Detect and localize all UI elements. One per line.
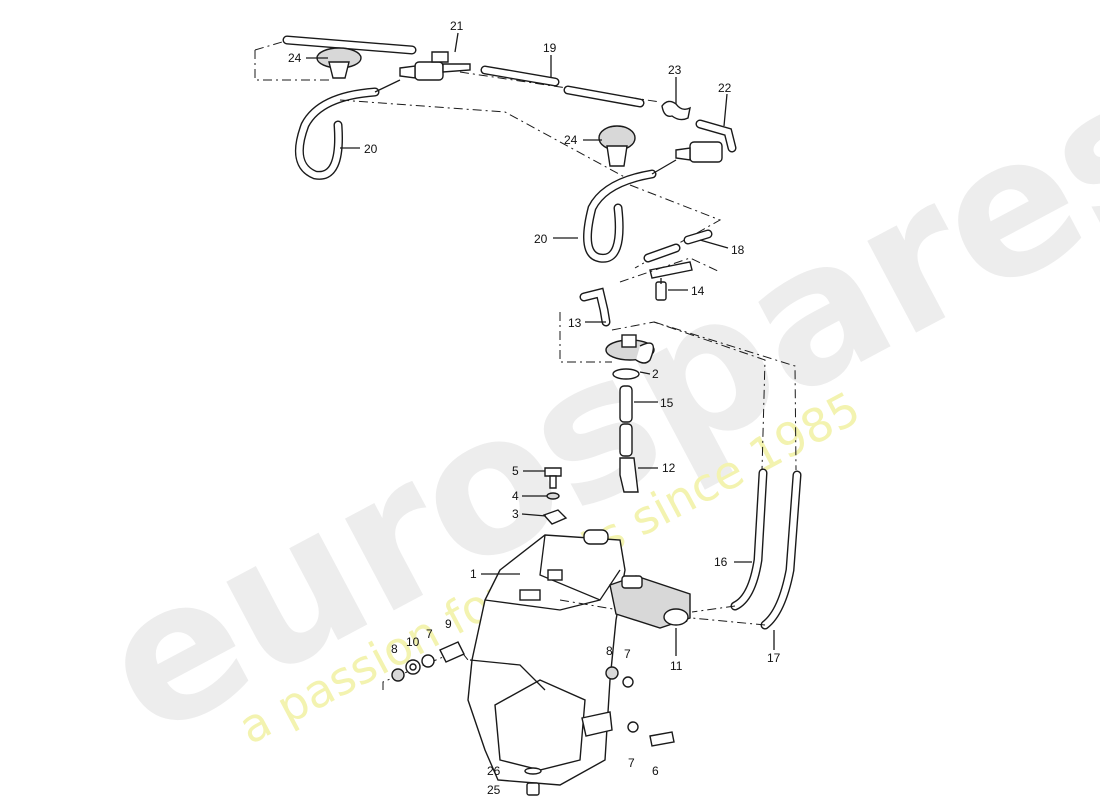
- label-24-right: 24: [564, 133, 578, 147]
- label-6: 6: [652, 764, 659, 778]
- label-20-left: 20: [364, 142, 378, 156]
- leader-lines: [306, 32, 775, 656]
- label-8-left: 8: [391, 642, 398, 656]
- label-13: 13: [568, 316, 582, 330]
- label-7-right-bottom: 7: [628, 756, 635, 770]
- part-labels: 24 21 19 23 22 20 24 20 18 14 13 2 15 12…: [288, 19, 781, 797]
- label-25: 25: [487, 783, 501, 797]
- hoses-16-17: [611, 321, 802, 630]
- label-8-right: 8: [606, 644, 613, 658]
- reservoir-1: [467, 529, 691, 786]
- drain-plug: [524, 767, 542, 796]
- label-19: 19: [543, 41, 557, 55]
- label-22: 22: [718, 81, 732, 95]
- cap-2: [605, 334, 655, 380]
- label-23: 23: [668, 63, 682, 77]
- label-15: 15: [660, 396, 674, 410]
- label-20-right: 20: [534, 232, 548, 246]
- label-26: 26: [487, 764, 501, 778]
- clip-23: [661, 100, 691, 121]
- label-24-left: 24: [288, 51, 302, 65]
- label-7-left: 7: [426, 627, 433, 641]
- label-4: 4: [512, 489, 519, 503]
- label-5: 5: [512, 464, 519, 478]
- fasteners-left: [382, 641, 469, 690]
- hose-19: [480, 65, 645, 108]
- label-1: 1: [470, 567, 477, 581]
- front-nozzle-group-right: [583, 119, 737, 269]
- label-10: 10: [406, 635, 420, 649]
- label-14: 14: [691, 284, 705, 298]
- label-12: 12: [662, 461, 676, 475]
- label-7-right-top: 7: [624, 647, 631, 661]
- label-18: 18: [731, 243, 745, 257]
- label-9: 9: [445, 617, 452, 631]
- elbow-13: [559, 287, 612, 363]
- fasteners-right: [605, 666, 675, 747]
- label-2: 2: [652, 367, 659, 381]
- label-16: 16: [714, 555, 728, 569]
- front-nozzle-group-left: [254, 35, 661, 181]
- tube-15: [619, 385, 639, 493]
- fasteners-5-4-3: [542, 467, 568, 525]
- label-21: 21: [450, 19, 464, 33]
- label-17: 17: [767, 651, 781, 665]
- connector-18-14: [619, 229, 721, 301]
- label-3: 3: [512, 507, 519, 521]
- label-11: 11: [670, 659, 683, 673]
- pump-11: [609, 575, 691, 629]
